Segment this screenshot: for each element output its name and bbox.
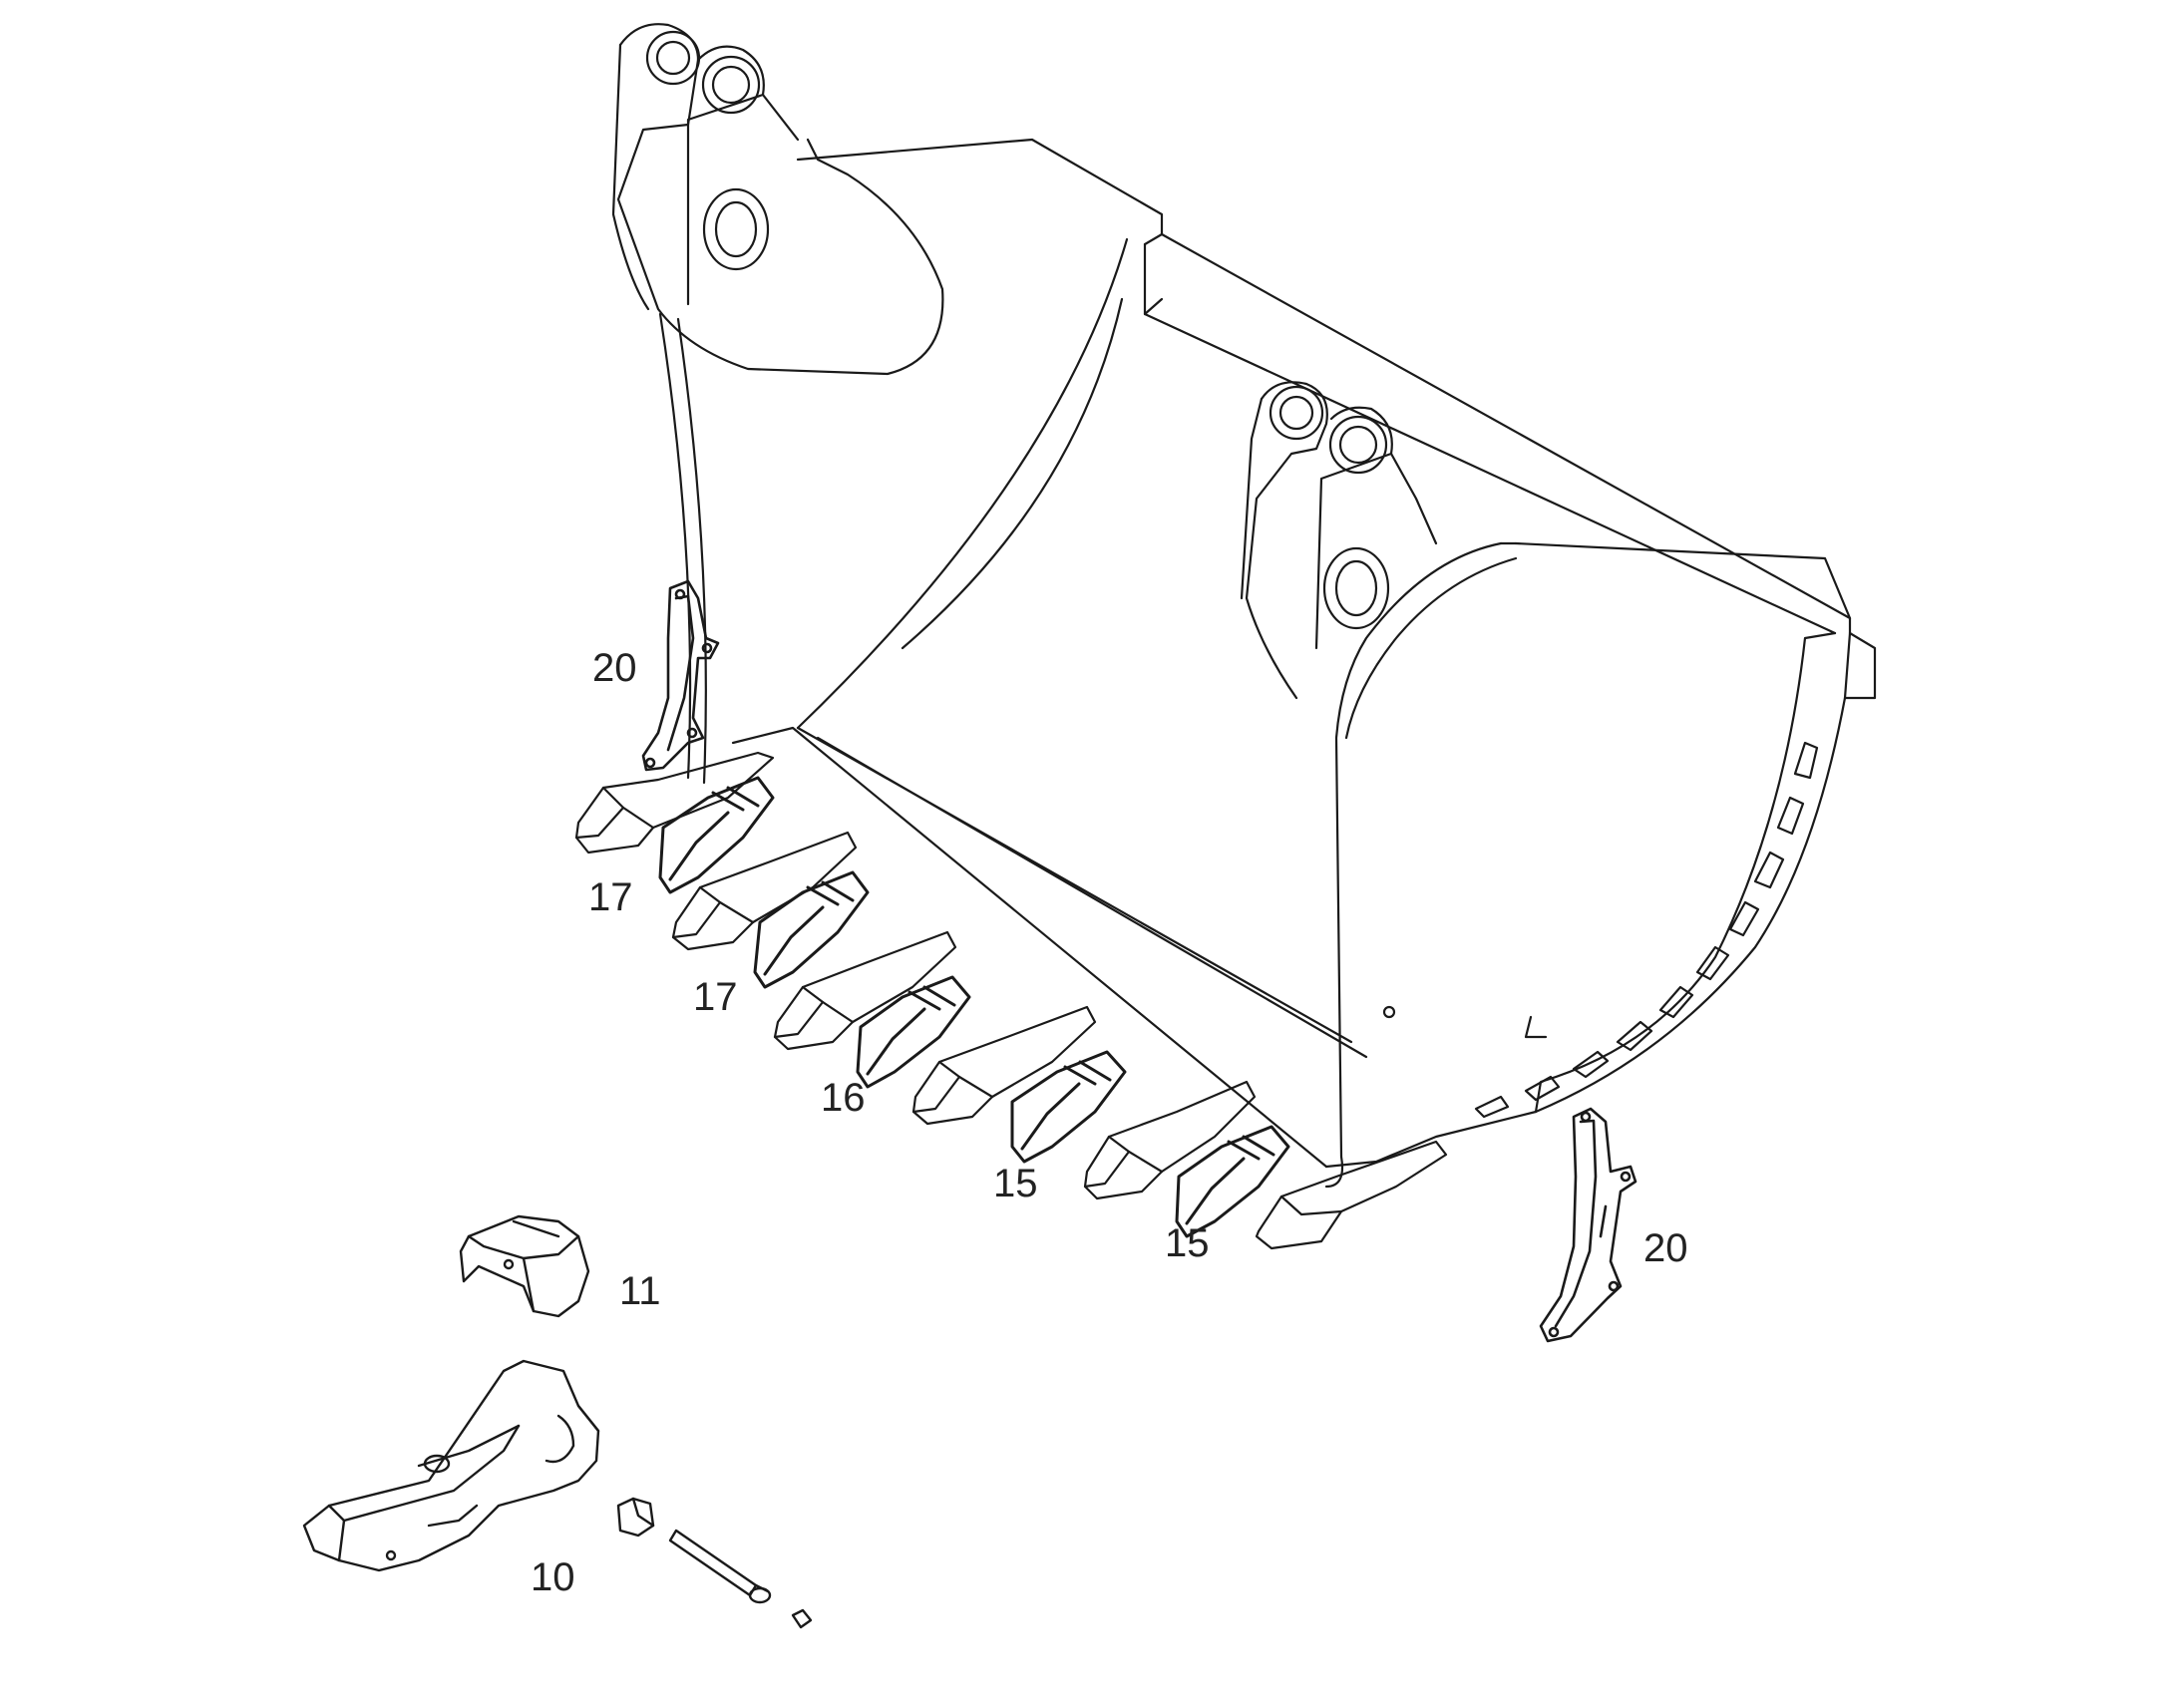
tooth-cap-15a	[1010, 1050, 1127, 1164]
left-hinge-bracket	[611, 23, 944, 376]
wear-segment-20-left	[641, 579, 720, 772]
tooth-cap-17a	[658, 776, 775, 894]
tooth-adapter-3	[773, 930, 957, 1051]
callout-17-first: 17	[588, 875, 633, 919]
tooth-cap-15b	[1175, 1125, 1290, 1238]
tooth-cap-16	[856, 975, 971, 1089]
callout-17-second: 17	[693, 975, 738, 1019]
callout-11: 11	[619, 1269, 661, 1313]
callout-15-second: 15	[1165, 1221, 1210, 1265]
retainer-clip	[616, 1497, 655, 1537]
callout-20-right: 20	[1643, 1226, 1688, 1270]
tooth-adapter-1	[574, 751, 775, 854]
callout-20-left: 20	[592, 646, 637, 690]
retainer-washer	[791, 1608, 813, 1629]
callout-10: 10	[531, 1555, 575, 1599]
tooth-adapter-6	[1255, 1140, 1448, 1250]
callout-16: 16	[821, 1076, 866, 1120]
side-wear-segments	[1474, 741, 1819, 1119]
tooth-adapter-2	[671, 831, 858, 951]
tooth-adapter-4	[911, 1005, 1097, 1126]
bucket-body	[658, 138, 1877, 1189]
retainer-pin	[668, 1529, 772, 1604]
adapter-10	[302, 1359, 600, 1572]
tooth-cap-17b	[753, 870, 870, 989]
right-hinge-bracket	[1240, 381, 1438, 700]
callout-15-first: 15	[993, 1162, 1038, 1205]
tooth-adapter-5	[1083, 1080, 1257, 1200]
wear-segment-20-right	[1539, 1107, 1637, 1343]
tooth-cap-11	[459, 1214, 590, 1318]
